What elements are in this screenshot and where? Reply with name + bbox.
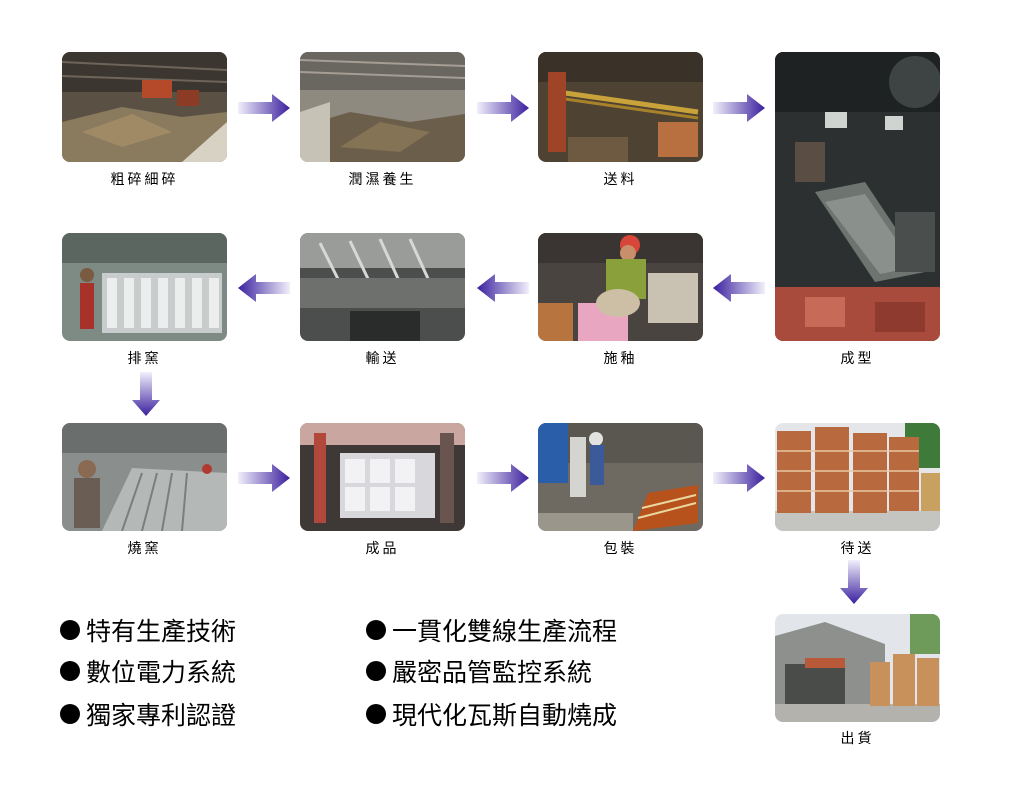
feature-item: 數位電力系統 xyxy=(60,653,236,689)
bullet-icon xyxy=(60,661,80,681)
step-label: 施釉 xyxy=(603,351,638,367)
bullet-icon xyxy=(60,704,80,724)
crushing-photo xyxy=(62,52,227,162)
kiln-loading-photo xyxy=(62,233,227,341)
feature-text: 現代化瓦斯自動燒成 xyxy=(392,701,618,730)
shipment-photo xyxy=(775,614,940,722)
feature-item: 一貫化雙線生產流程 xyxy=(366,612,617,648)
step-label: 粗碎細碎 xyxy=(110,172,179,188)
step-label: 成型 xyxy=(840,351,875,367)
feature-item: 獨家專利認證 xyxy=(60,696,236,732)
awaiting-shipment-photo xyxy=(775,423,940,531)
curing-photo xyxy=(300,52,465,162)
step-label: 成品 xyxy=(365,541,400,557)
bullet-icon xyxy=(60,620,80,640)
firing-photo xyxy=(62,423,227,531)
step-label: 潤濕養生 xyxy=(348,172,417,188)
step-label: 輸送 xyxy=(365,351,400,367)
bullet-icon xyxy=(366,661,386,681)
feature-text: 嚴密品管監控系統 xyxy=(392,658,593,687)
arrow-left-icon xyxy=(477,274,529,302)
feature-text: 特有生產技術 xyxy=(86,617,237,646)
step-label: 包裝 xyxy=(603,541,638,557)
arrow-right-icon xyxy=(713,464,765,492)
step-label: 送料 xyxy=(603,172,638,188)
feature-item: 嚴密品管監控系統 xyxy=(366,653,592,689)
arrow-left-icon xyxy=(238,274,290,302)
arrow-right-icon xyxy=(238,464,290,492)
bullet-icon xyxy=(366,704,386,724)
arrow-down-icon xyxy=(840,560,868,604)
glazing-photo xyxy=(538,233,703,341)
feeding-photo xyxy=(538,52,703,162)
feature-text: 一貫化雙線生產流程 xyxy=(392,617,618,646)
feature-item: 現代化瓦斯自動燒成 xyxy=(366,696,617,732)
arrow-right-icon xyxy=(238,94,290,122)
forming-photo xyxy=(775,52,940,341)
step-label: 待送 xyxy=(840,541,875,557)
arrow-right-icon xyxy=(713,94,765,122)
arrow-right-icon xyxy=(477,464,529,492)
finished-product-photo xyxy=(300,423,465,531)
step-label: 排窯 xyxy=(127,351,162,367)
feature-item: 特有生產技術 xyxy=(60,612,236,648)
feature-text: 獨家專利認證 xyxy=(86,701,237,730)
conveying-photo xyxy=(300,233,465,341)
feature-text: 數位電力系統 xyxy=(86,658,237,687)
arrow-down-icon xyxy=(132,372,160,416)
arrow-right-icon xyxy=(477,94,529,122)
step-label: 燒窯 xyxy=(127,541,162,557)
packaging-photo xyxy=(538,423,703,531)
arrow-left-icon xyxy=(713,274,765,302)
bullet-icon xyxy=(366,620,386,640)
step-label: 出貨 xyxy=(840,731,875,747)
